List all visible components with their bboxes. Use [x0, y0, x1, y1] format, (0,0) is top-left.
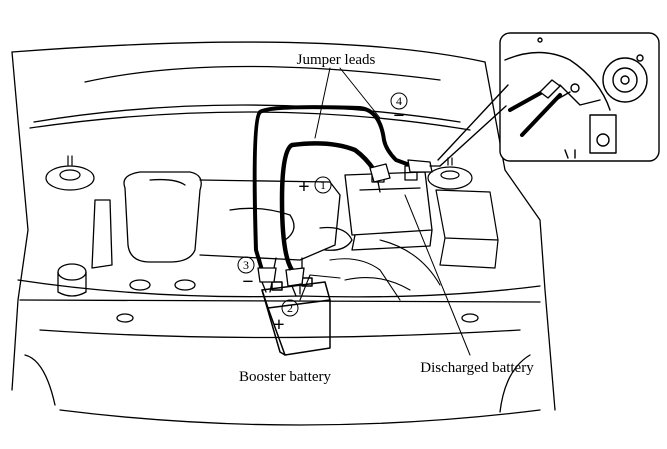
strut-tower-right [427, 157, 473, 190]
step-circle-3 [237, 256, 255, 274]
label-jumper-leads: Jumper leads [297, 52, 376, 68]
minus-sign-ground: − [393, 105, 404, 127]
label-discharged-battery: Discharged battery [420, 360, 534, 376]
hood-outline [11, 41, 486, 131]
jumper-lead-negative [252, 105, 420, 272]
plus-sign-booster: + [273, 314, 284, 336]
leader-lines [314, 67, 471, 356]
minus-sign-booster: − [242, 271, 253, 293]
car-body-outline [11, 51, 556, 426]
step-circle-1 [314, 176, 332, 194]
step-number-3: 3 [243, 258, 249, 272]
engine-bay-lower [299, 239, 441, 301]
step-number-4: 4 [396, 94, 402, 108]
clamp-discharged-positive [369, 163, 391, 193]
inset-detail [437, 32, 660, 167]
fuse-box [435, 189, 499, 269]
engine-cover [57, 171, 479, 323]
step-number-1: 1 [320, 178, 326, 192]
plus-sign-discharged: + [298, 176, 309, 198]
step-number-2: 2 [287, 301, 293, 315]
step-circle-2 [281, 299, 299, 317]
strut-tower-left [45, 155, 95, 191]
label-booster-battery: Booster battery [239, 369, 332, 385]
step-circle-4 [390, 92, 408, 110]
jumper-lead-positive [279, 141, 377, 273]
clamp-ground-point [407, 159, 441, 173]
clamp-booster-positive [285, 257, 305, 297]
clamp-booster-negative [257, 257, 277, 293]
booster-battery [261, 277, 331, 356]
